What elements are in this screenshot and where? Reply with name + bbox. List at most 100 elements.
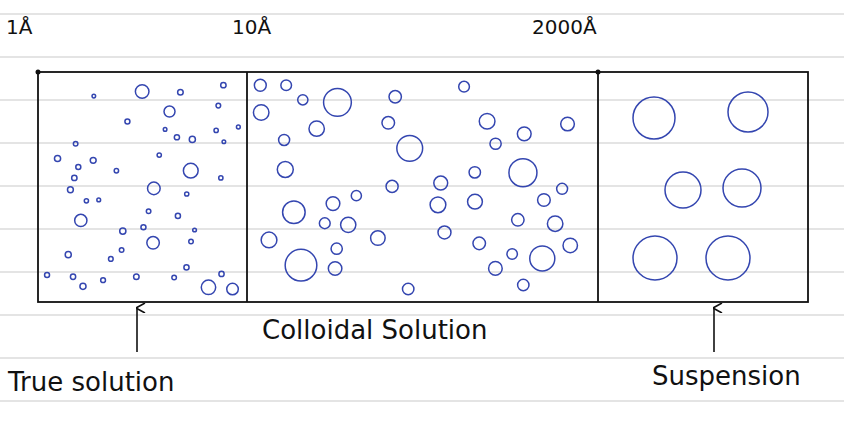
particle xyxy=(382,117,395,130)
category-label: Suspension xyxy=(652,362,801,392)
particle xyxy=(530,246,555,271)
particle xyxy=(633,236,677,280)
particle xyxy=(54,155,60,161)
particle xyxy=(76,164,81,169)
particle xyxy=(70,274,75,279)
particle xyxy=(706,236,750,280)
particle xyxy=(309,121,324,136)
particle xyxy=(125,119,130,124)
particle xyxy=(189,239,194,244)
particle xyxy=(147,237,159,249)
particle xyxy=(101,278,106,283)
scale-ticks xyxy=(36,70,601,75)
particle xyxy=(148,182,161,195)
particle xyxy=(283,201,306,224)
particle xyxy=(45,272,50,277)
particle xyxy=(80,283,86,289)
particle xyxy=(184,265,189,270)
particle xyxy=(489,262,503,276)
particle xyxy=(84,199,88,203)
particle xyxy=(219,176,223,180)
particle xyxy=(174,135,179,140)
particle xyxy=(134,274,140,280)
particle xyxy=(326,197,340,211)
particle xyxy=(459,81,470,92)
particle xyxy=(146,209,151,214)
particle xyxy=(172,275,177,280)
scale-mark: 1Å xyxy=(6,16,32,39)
particle xyxy=(119,248,124,253)
category-label: True solution xyxy=(8,368,174,398)
particle xyxy=(341,217,356,232)
particle xyxy=(281,80,292,91)
particle xyxy=(254,79,266,91)
particle xyxy=(490,138,501,149)
particle xyxy=(468,194,483,209)
particle xyxy=(557,183,568,194)
category-label: Colloidal Solution xyxy=(262,316,487,346)
particle xyxy=(298,95,308,105)
particle xyxy=(201,280,215,294)
particle xyxy=(723,169,761,207)
particle xyxy=(633,97,675,139)
particle xyxy=(120,228,126,234)
particle xyxy=(324,88,352,116)
particle xyxy=(97,198,101,202)
particle xyxy=(72,175,77,180)
particle xyxy=(507,249,517,259)
particle xyxy=(538,194,551,207)
particle xyxy=(236,125,240,129)
particle xyxy=(135,85,149,99)
particle xyxy=(319,218,330,229)
particle xyxy=(114,169,118,173)
particle xyxy=(402,283,413,294)
particle xyxy=(331,243,342,254)
pointer-arrows xyxy=(137,308,714,352)
particle xyxy=(561,117,575,131)
particle xyxy=(438,226,451,239)
particle xyxy=(183,163,198,178)
particle xyxy=(328,262,342,276)
particle xyxy=(185,192,189,196)
particle xyxy=(164,106,175,117)
particle xyxy=(473,237,486,250)
particle xyxy=(518,279,529,290)
particle xyxy=(109,257,114,262)
particle xyxy=(512,214,524,226)
size-scale-box xyxy=(38,72,808,302)
particle xyxy=(227,283,239,295)
particle xyxy=(214,128,218,132)
particle xyxy=(157,153,161,157)
particle xyxy=(175,213,180,218)
particle xyxy=(389,91,401,103)
particle xyxy=(261,232,277,248)
particle xyxy=(279,134,290,145)
particle xyxy=(479,113,495,129)
particle xyxy=(75,214,87,226)
particle xyxy=(189,136,195,142)
particle xyxy=(73,142,78,147)
particle xyxy=(141,225,146,230)
particle xyxy=(193,228,197,232)
particle xyxy=(434,176,448,190)
particle xyxy=(67,187,73,193)
particle xyxy=(253,105,269,121)
particle xyxy=(430,197,446,213)
particle xyxy=(665,172,701,208)
particle xyxy=(469,167,480,178)
particle xyxy=(163,128,167,132)
particle xyxy=(728,92,768,132)
particle xyxy=(222,140,226,144)
particle xyxy=(371,231,386,246)
scale-mark: 2000Å xyxy=(532,16,597,39)
particle xyxy=(386,180,398,192)
ruled-lines xyxy=(0,14,844,401)
particle xyxy=(547,216,562,231)
particle xyxy=(216,103,221,108)
particle xyxy=(277,162,293,178)
particle xyxy=(178,89,184,95)
particle xyxy=(90,157,96,163)
particle xyxy=(219,271,224,276)
